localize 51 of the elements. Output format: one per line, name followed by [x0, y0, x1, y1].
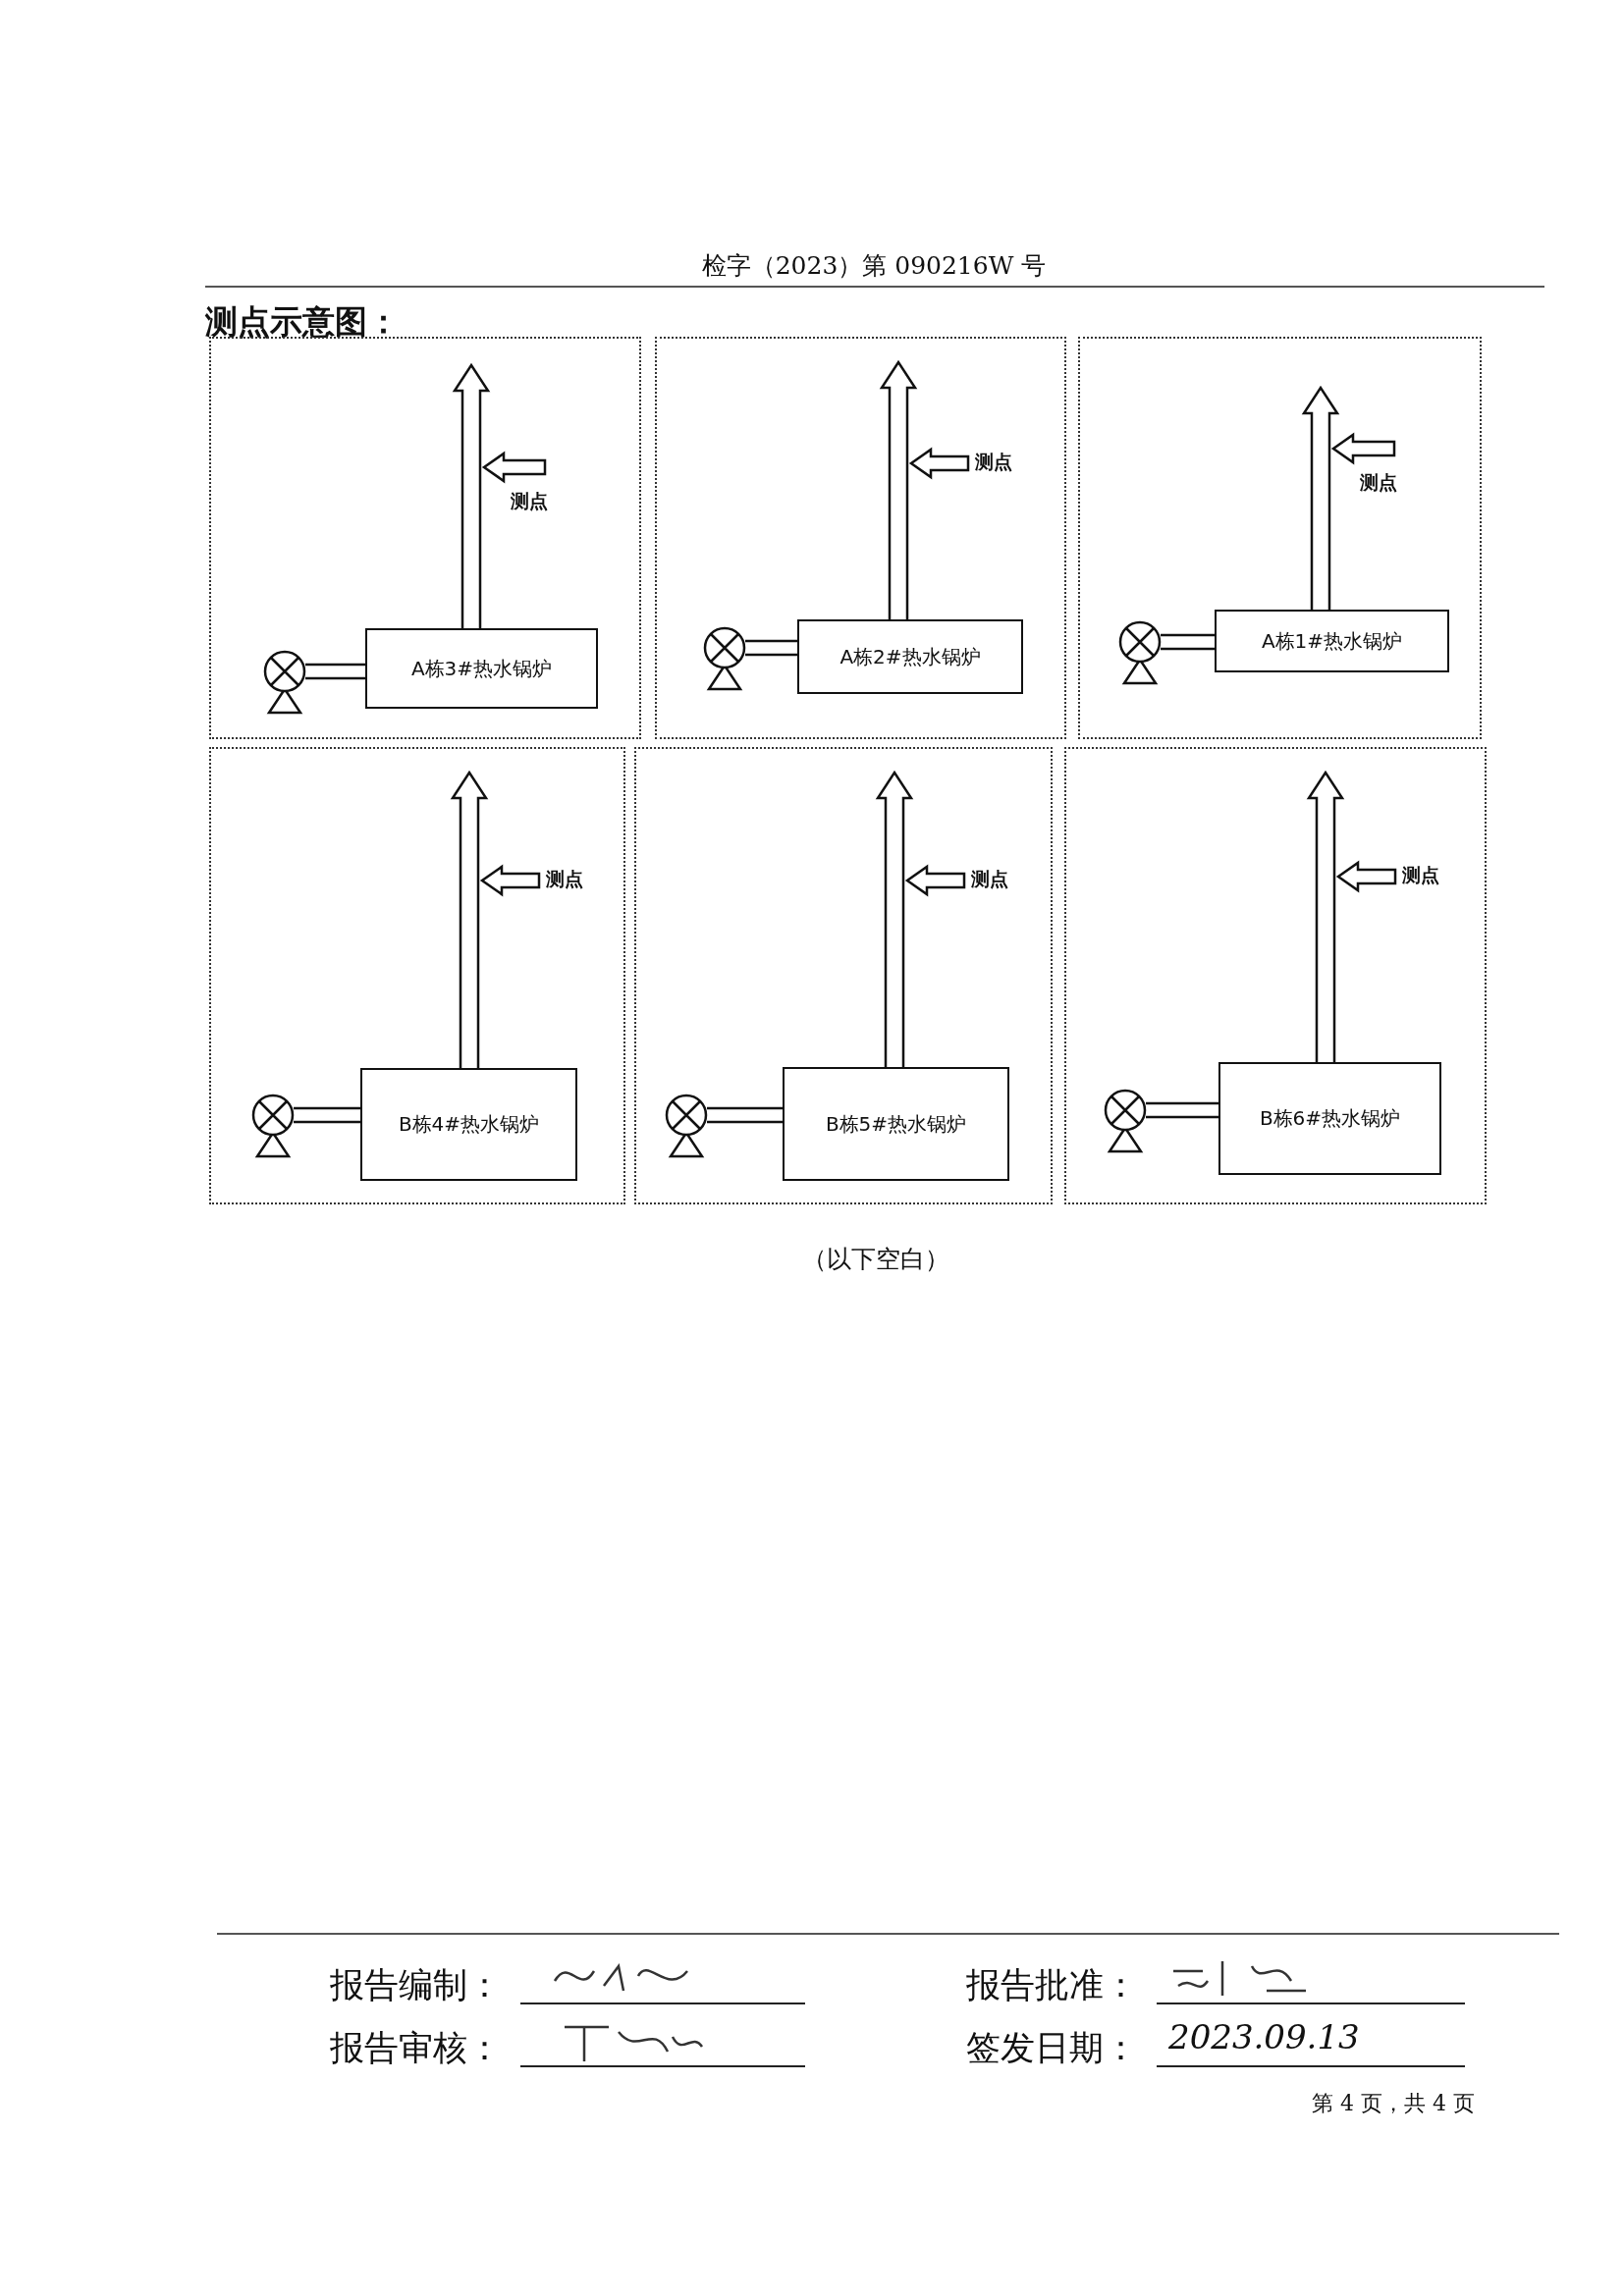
chimney-arrow [450, 770, 489, 1070]
measuring-point-label: 测点 [975, 450, 1012, 475]
pump-symbol [251, 1094, 295, 1158]
pointer-arrow [1330, 432, 1396, 465]
boiler-box: B栋5#热水锅炉 [783, 1067, 1009, 1181]
label-text: 报告审核： [330, 2027, 502, 2069]
pointer-arrow [908, 447, 970, 480]
pipe-connector [705, 1106, 785, 1124]
chimney-arrow [1301, 385, 1340, 612]
boiler-box: A栋2#热水锅炉 [797, 619, 1023, 694]
chimney-arrow [879, 359, 918, 621]
boiler-box: A栋3#热水锅炉 [365, 628, 598, 709]
boiler-box: A栋1#热水锅炉 [1215, 610, 1449, 672]
panel-frame [655, 337, 1066, 739]
measuring-point-label: 测点 [1402, 863, 1439, 888]
panel-frame [634, 747, 1053, 1204]
label-text: 第 4 页，共 4 页 [1312, 2090, 1475, 2117]
pointer-arrow [1335, 860, 1397, 893]
handwritten-date: 2023.09.13 [1168, 2017, 1360, 2056]
measuring-point-label: 测点 [546, 867, 583, 892]
pump-symbol [1104, 1089, 1147, 1153]
panel-frame [209, 337, 641, 739]
pipe-connector [292, 1106, 362, 1124]
pointer-arrow [479, 864, 541, 897]
pump-symbol [703, 626, 746, 691]
panel-frame [209, 747, 625, 1204]
measuring-point-label: 测点 [1360, 470, 1397, 496]
label-text: （以下空白） [802, 1244, 949, 1275]
label-text: 签发日期： [966, 2027, 1138, 2069]
pointer-arrow [904, 864, 966, 897]
boiler-box: B栋4#热水锅炉 [360, 1068, 577, 1181]
label-text: 检字（2023）第 090216W 号 [701, 250, 1047, 282]
diagram-title: 测点示意图： [205, 301, 400, 343]
measuring-point-label: 测点 [511, 489, 548, 514]
pump-symbol [665, 1094, 708, 1158]
panel-frame [1078, 337, 1482, 739]
measuring-point-label: 测点 [971, 867, 1008, 892]
pipe-connector [1144, 1101, 1220, 1119]
label-text: 报告批准： [966, 1964, 1138, 2006]
pipe-connector [1159, 633, 1217, 651]
boiler-box: B栋6#热水锅炉 [1218, 1062, 1441, 1175]
panel-frame [1064, 747, 1487, 1204]
pointer-arrow [481, 451, 547, 484]
pipe-connector [743, 639, 799, 657]
chimney-arrow [452, 362, 491, 630]
chimney-arrow [1306, 770, 1345, 1064]
pipe-connector [303, 663, 367, 680]
pump-symbol [1118, 620, 1162, 685]
label-text: 报告编制： [330, 1964, 502, 2006]
pump-symbol [263, 650, 306, 715]
chimney-arrow [875, 770, 914, 1069]
